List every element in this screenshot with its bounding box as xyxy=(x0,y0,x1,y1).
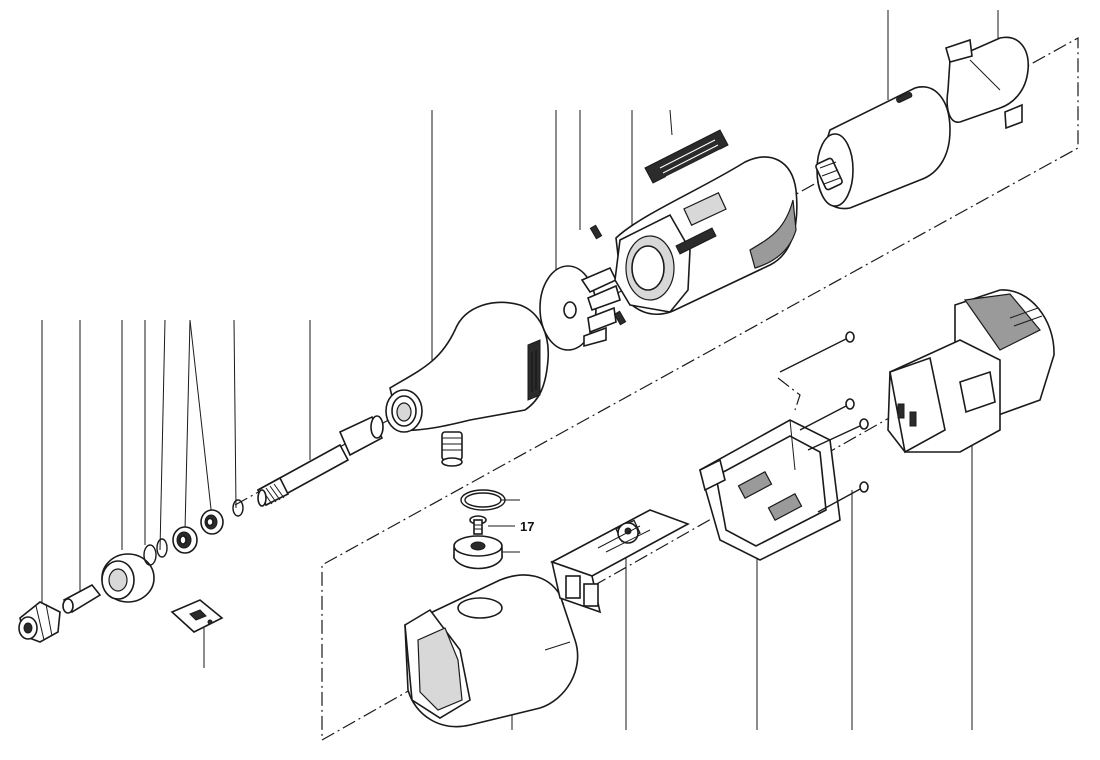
motor-pinion xyxy=(815,157,843,191)
cooling-fan xyxy=(539,265,621,351)
screw-17 xyxy=(469,515,487,535)
assembly-screws xyxy=(779,331,869,513)
bearing-front xyxy=(172,526,198,554)
battery-pack xyxy=(887,289,1055,454)
rating-label xyxy=(644,129,729,184)
retaining-rings xyxy=(143,538,168,566)
collet xyxy=(62,583,102,614)
lower-housing xyxy=(404,574,579,728)
switch-knob xyxy=(453,535,503,570)
circuit-board xyxy=(550,509,690,614)
housing-screws xyxy=(589,224,627,326)
callout-label-17: 17 xyxy=(520,519,534,534)
bearing-rear xyxy=(200,509,224,535)
electric-motor xyxy=(815,86,951,210)
battery-receptacle xyxy=(699,419,841,561)
spring-clip xyxy=(460,489,506,511)
motor-end-cap xyxy=(945,36,1029,130)
spacer-shim xyxy=(170,599,224,633)
collet-nut xyxy=(18,601,61,643)
motor-housing xyxy=(614,156,798,315)
spindle-shaft xyxy=(256,415,384,507)
nose-housing xyxy=(385,301,550,433)
threaded-insert xyxy=(441,431,463,467)
circlip xyxy=(232,499,244,517)
front-cap xyxy=(101,553,155,603)
